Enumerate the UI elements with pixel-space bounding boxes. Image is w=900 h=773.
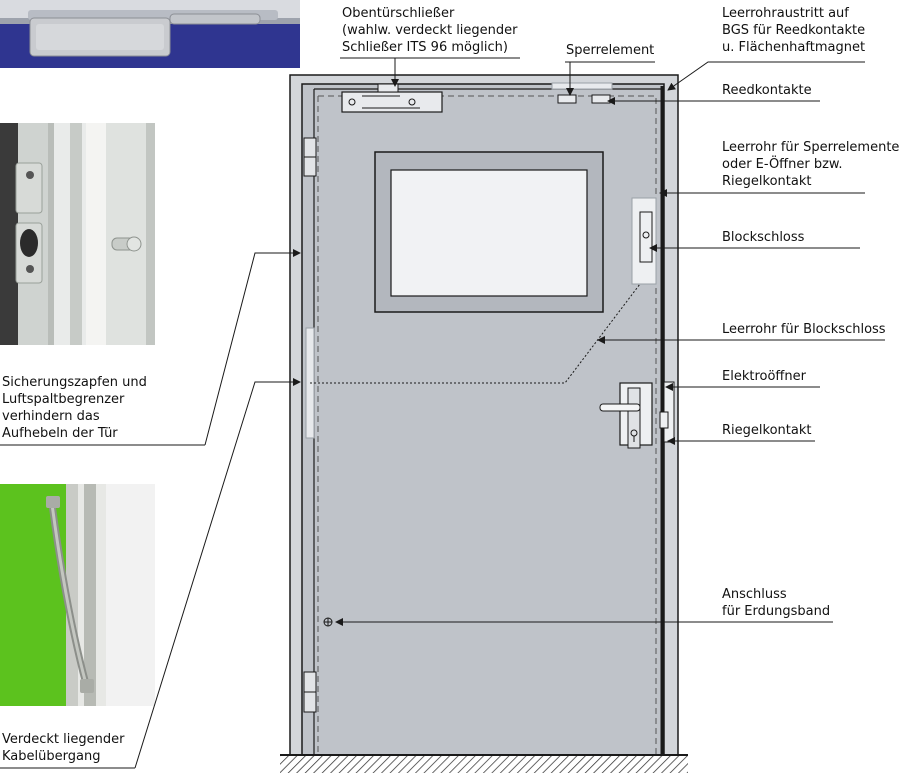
- hinge-top-icon: [303, 137, 317, 177]
- label-cable-transfer: Verdeckt liegender Kabelübergang: [2, 732, 125, 764]
- label-electric-opener: Elektroöffner: [722, 369, 806, 384]
- door-closer-icon: [341, 83, 443, 113]
- cable-transfer-photo: [0, 484, 155, 706]
- security-pin-photo: [0, 123, 155, 345]
- grounding-icon: [323, 617, 333, 627]
- label-locking-element: Sperrelement: [566, 43, 655, 58]
- label-bolt-contact: Riegelkontakt: [722, 423, 812, 438]
- door-handle-icon: [599, 382, 653, 449]
- label-grounding: Anschluss für Erdungsband: [722, 587, 831, 619]
- label-block-lock: Blockschloss: [722, 230, 805, 245]
- label-conduit-block-lock: Leerrohr für Blockschloss: [722, 322, 886, 337]
- label-security-pins: Sicherungszapfen und Luftspaltbegrenzer …: [2, 375, 147, 441]
- label-conduit-locking: Leerrohr für Sperrelemente oder E-Öffner…: [722, 140, 900, 189]
- label-reed-contacts: Reedkontakte: [722, 83, 812, 98]
- label-conduit-exit: Leerrohraustritt auf BGS für Reedkontakt…: [722, 6, 866, 55]
- label-door-closer: Obentürschließer (wahlw. verdeckt liegen…: [342, 6, 518, 55]
- hinge-bottom-icon: [303, 671, 317, 713]
- block-lock-icon: [631, 197, 657, 285]
- closer-photo: [0, 0, 300, 68]
